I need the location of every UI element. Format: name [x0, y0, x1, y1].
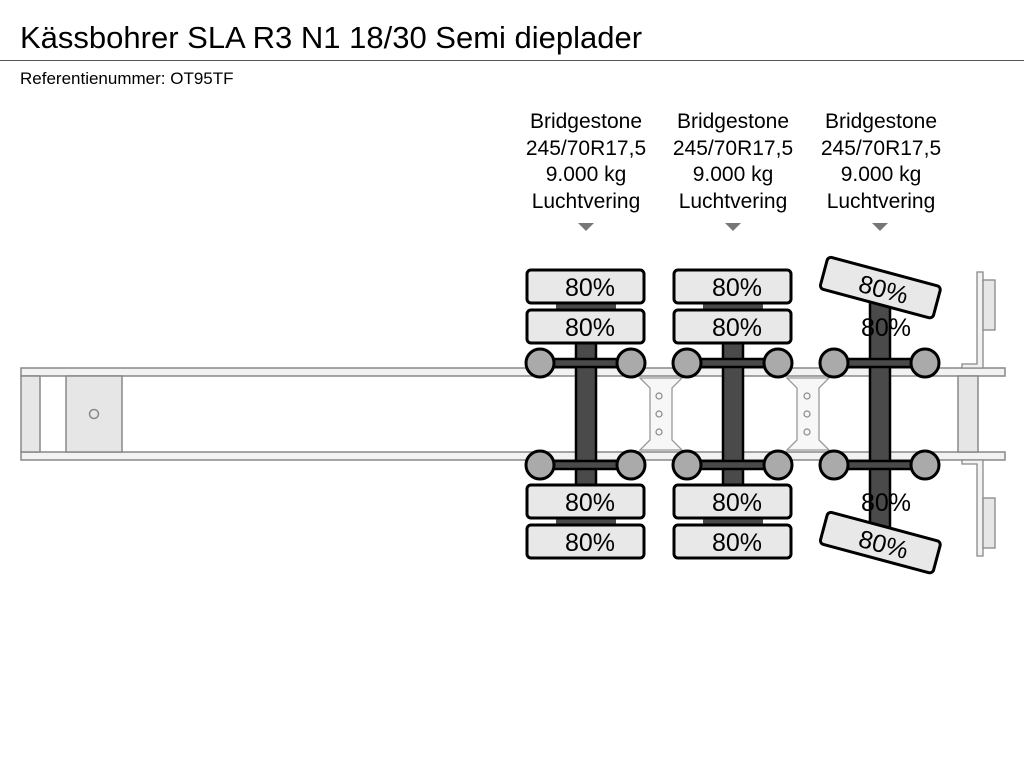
rear-crossmember — [957, 375, 979, 453]
connector-bolt — [655, 428, 663, 436]
tire-brand: Bridgestone — [529, 110, 643, 133]
wheel-hub — [762, 347, 794, 379]
title-divider — [0, 60, 1024, 61]
frame-rail-top — [20, 367, 1006, 377]
tire-bottom-inner: 80% — [672, 483, 793, 520]
connector-bolt — [655, 410, 663, 418]
tire-bottom-inner: 80% — [525, 483, 646, 520]
rear-bracket-top — [961, 271, 984, 369]
rear-bracket-bottom — [961, 459, 984, 557]
axle-marker-icon-1 — [578, 223, 594, 231]
wheel-hub — [818, 449, 850, 481]
tire-tread-label: 80% — [712, 529, 762, 557]
wheel-hub — [818, 347, 850, 379]
axle-capacity: 9.000 kg — [545, 163, 627, 186]
rear-light-bottom — [982, 497, 996, 549]
front-end-plate — [20, 375, 41, 453]
axle-info-2: Bridgestone 245/70R17,5 9.000 kg Luchtve… — [658, 109, 808, 215]
wheel-hub — [909, 347, 941, 379]
suspension-type: Luchtvering — [678, 189, 788, 213]
connector-bolt — [655, 392, 663, 400]
tire-bottom-outer: 80% — [672, 523, 793, 560]
wheel-hub — [524, 347, 556, 379]
kingpin-icon — [88, 408, 100, 420]
tire-tread-label: 80% — [565, 529, 615, 557]
tire-tread-label: 80% — [565, 489, 615, 517]
wheel-hub — [615, 347, 647, 379]
tire-bottom-outer-steered: 80% — [818, 510, 942, 575]
reference-number: Referentienummer: OT95TF — [20, 69, 234, 88]
connector-bolt — [803, 410, 811, 418]
tire-top-inner: 80% — [525, 308, 646, 345]
axle-connector-2 — [785, 377, 831, 451]
axle-info-3: Bridgestone 245/70R17,5 9.000 kg Luchtve… — [806, 109, 956, 215]
trailer-frame — [20, 271, 1006, 557]
wheel-hub — [909, 449, 941, 481]
axle-marker-icon-3 — [872, 223, 888, 231]
axle-3-steering: 80% 80% 80% 80% — [818, 255, 942, 575]
tire-size: 245/70R17,5 — [820, 136, 942, 160]
tire-tread-label: 80% — [565, 274, 615, 302]
kingpin-plate — [65, 375, 123, 453]
tire-tread-label: 80% — [565, 314, 615, 342]
wheel-hub — [671, 449, 703, 481]
connector-bolt — [803, 428, 811, 436]
wheel-hub — [524, 449, 556, 481]
connector-bolt — [803, 392, 811, 400]
tire-tread-label: 80% — [712, 274, 762, 302]
wheel-hub — [615, 449, 647, 481]
tire-top-outer-steered: 80% — [818, 255, 942, 320]
tire-bottom-outer: 80% — [525, 523, 646, 560]
tire-brand: Bridgestone — [824, 110, 938, 133]
tire-size: 245/70R17,5 — [525, 136, 647, 160]
wheel-hub — [762, 449, 794, 481]
page-title: Kässbohrer SLA R3 N1 18/30 Semi dieplade… — [20, 20, 643, 55]
suspension-type: Luchtvering — [531, 189, 641, 213]
tire-tread-label: 80% — [712, 314, 762, 342]
tire-top-outer: 80% — [525, 268, 646, 305]
axle-info-1: Bridgestone 245/70R17,5 9.000 kg Luchtve… — [511, 109, 661, 215]
wheel-hub — [671, 347, 703, 379]
frame-rail-bottom — [20, 451, 1006, 461]
tire-tread-label: 80% — [712, 489, 762, 517]
axle-capacity: 9.000 kg — [692, 163, 774, 186]
axle-2: 80% 80% 80% 80% — [671, 268, 794, 560]
tire-size: 245/70R17,5 — [672, 136, 794, 160]
axle-connector-1 — [638, 377, 684, 451]
axle-marker-icon-2 — [725, 223, 741, 231]
rear-light-top — [982, 279, 996, 331]
tire-top-inner: 80% — [672, 308, 793, 345]
tire-brand: Bridgestone — [676, 110, 790, 133]
tire-top-inner-label: 80% — [861, 314, 911, 342]
axle-capacity: 9.000 kg — [840, 163, 922, 186]
axle-1: 80% 80% 80% 80% — [524, 268, 647, 560]
suspension-type: Luchtvering — [826, 189, 936, 213]
tire-bottom-inner-label: 80% — [861, 489, 911, 517]
tire-top-outer: 80% — [672, 268, 793, 305]
